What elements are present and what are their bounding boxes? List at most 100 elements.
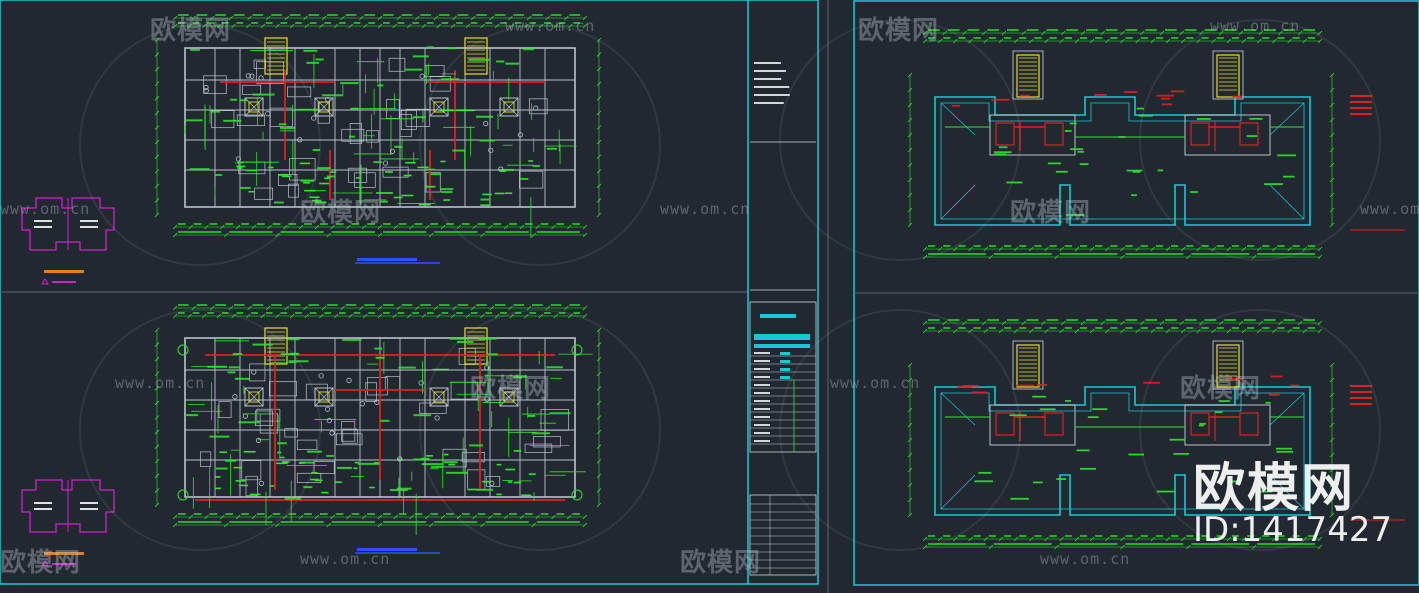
room-outline bbox=[256, 408, 281, 422]
dimension-tick bbox=[359, 15, 364, 21]
dimension-tick bbox=[396, 15, 401, 21]
dimension-tick bbox=[154, 110, 160, 116]
dimension-tick bbox=[1100, 30, 1106, 36]
dimension-text bbox=[1125, 543, 1184, 545]
dimension-tick bbox=[216, 23, 222, 29]
dimension-tick bbox=[1180, 38, 1186, 44]
key-plan-text bbox=[80, 226, 98, 228]
device-symbol bbox=[484, 396, 490, 402]
annotation-text bbox=[482, 480, 492, 483]
dimension-tick bbox=[154, 96, 160, 101]
dimension-tick bbox=[154, 473, 160, 479]
key-plans bbox=[21, 197, 115, 567]
dimension-text bbox=[1125, 37, 1133, 39]
annotation-text bbox=[528, 160, 534, 162]
annotation-text bbox=[394, 145, 403, 148]
dimension-text bbox=[1095, 245, 1103, 247]
dimension-tick bbox=[154, 429, 160, 435]
annotation-text bbox=[413, 458, 430, 461]
annotation-text bbox=[1173, 452, 1190, 455]
dimension-tick bbox=[922, 536, 928, 542]
dimension-tick bbox=[1041, 30, 1046, 36]
annotation-text bbox=[1156, 94, 1175, 97]
dimension-tick bbox=[330, 224, 335, 230]
annotation-text bbox=[513, 375, 527, 378]
annotation-text bbox=[993, 151, 1012, 154]
dimension-text bbox=[973, 327, 981, 329]
dimension-tick bbox=[1001, 320, 1007, 326]
dimension-tick bbox=[1180, 536, 1186, 542]
dimension-tick bbox=[154, 168, 160, 174]
annotation-text bbox=[209, 435, 230, 438]
dimension-tick bbox=[596, 444, 602, 449]
dimension-tick bbox=[303, 305, 308, 311]
dimension-text bbox=[1034, 37, 1042, 39]
dimension-tick bbox=[172, 305, 178, 311]
dimension-tick bbox=[538, 313, 544, 319]
dimension-tick bbox=[1080, 320, 1086, 326]
dimension-text bbox=[1110, 245, 1118, 247]
dimension-tick bbox=[1256, 246, 1262, 252]
annotation-text bbox=[1230, 480, 1237, 483]
roof-ridge bbox=[1269, 392, 1305, 426]
dimension-tick bbox=[1297, 320, 1303, 326]
dimension-tick bbox=[480, 232, 485, 238]
annotation-text bbox=[425, 185, 436, 188]
annotation-text bbox=[962, 384, 979, 387]
dimension-text bbox=[514, 22, 522, 24]
dimension-tick bbox=[1329, 132, 1335, 138]
dimension-text bbox=[494, 304, 506, 306]
dimension-tick bbox=[1317, 328, 1323, 334]
dimension-tick bbox=[1329, 482, 1335, 488]
annotation-text bbox=[342, 338, 362, 341]
annotation-text bbox=[223, 119, 242, 122]
titleblock-highlight bbox=[760, 314, 796, 318]
dimension-tick bbox=[538, 23, 544, 29]
dimension-text bbox=[383, 22, 390, 24]
dimension-tick bbox=[596, 139, 602, 145]
annotation-text bbox=[1270, 375, 1283, 378]
dimension-text bbox=[1292, 535, 1300, 537]
elevator-cross bbox=[429, 97, 449, 117]
dimension-text bbox=[1034, 245, 1042, 247]
dimension-tick bbox=[1021, 320, 1027, 326]
watermark-brand: 欧模网 bbox=[300, 198, 382, 228]
dimension-text bbox=[414, 223, 423, 225]
roof-ridge bbox=[940, 474, 976, 510]
dimension-text bbox=[1292, 37, 1300, 39]
annotation-text bbox=[380, 200, 388, 203]
annotation-text bbox=[1198, 424, 1204, 427]
dimension-tick bbox=[968, 536, 973, 542]
dimension-tick bbox=[348, 23, 353, 29]
annotation-text bbox=[279, 456, 285, 459]
dimension-tick bbox=[220, 514, 225, 520]
dimension-tick bbox=[321, 15, 327, 21]
dimension-tick bbox=[1120, 320, 1125, 326]
dimension-text bbox=[1307, 535, 1315, 537]
device-symbol bbox=[434, 415, 440, 421]
dimension-text bbox=[973, 535, 981, 537]
dimension-text bbox=[339, 312, 346, 314]
dimension-tick bbox=[436, 313, 441, 319]
dimension-tick bbox=[392, 313, 397, 319]
dimension-text bbox=[1026, 319, 1039, 321]
annotation-text bbox=[326, 455, 334, 457]
watermark-url: www.om.cn bbox=[1210, 17, 1301, 35]
dimension-text bbox=[412, 312, 419, 314]
dimension-text bbox=[1184, 29, 1197, 31]
dimension-tick bbox=[508, 15, 513, 21]
elevator-shaft bbox=[429, 97, 449, 117]
machine-room bbox=[989, 404, 1076, 446]
dimension-text bbox=[1186, 245, 1194, 247]
dimension-text bbox=[1026, 29, 1039, 31]
dimension-tick bbox=[363, 23, 368, 29]
room-outline bbox=[269, 381, 298, 397]
titleblock-text bbox=[754, 400, 770, 402]
dimension-tick bbox=[553, 313, 558, 319]
building-outline bbox=[934, 386, 1311, 516]
dimension-tick bbox=[1060, 320, 1066, 326]
dimension-text bbox=[420, 304, 431, 306]
annotation-text bbox=[1259, 490, 1273, 493]
device-symbol bbox=[251, 369, 257, 375]
dimension-tick bbox=[275, 232, 280, 238]
